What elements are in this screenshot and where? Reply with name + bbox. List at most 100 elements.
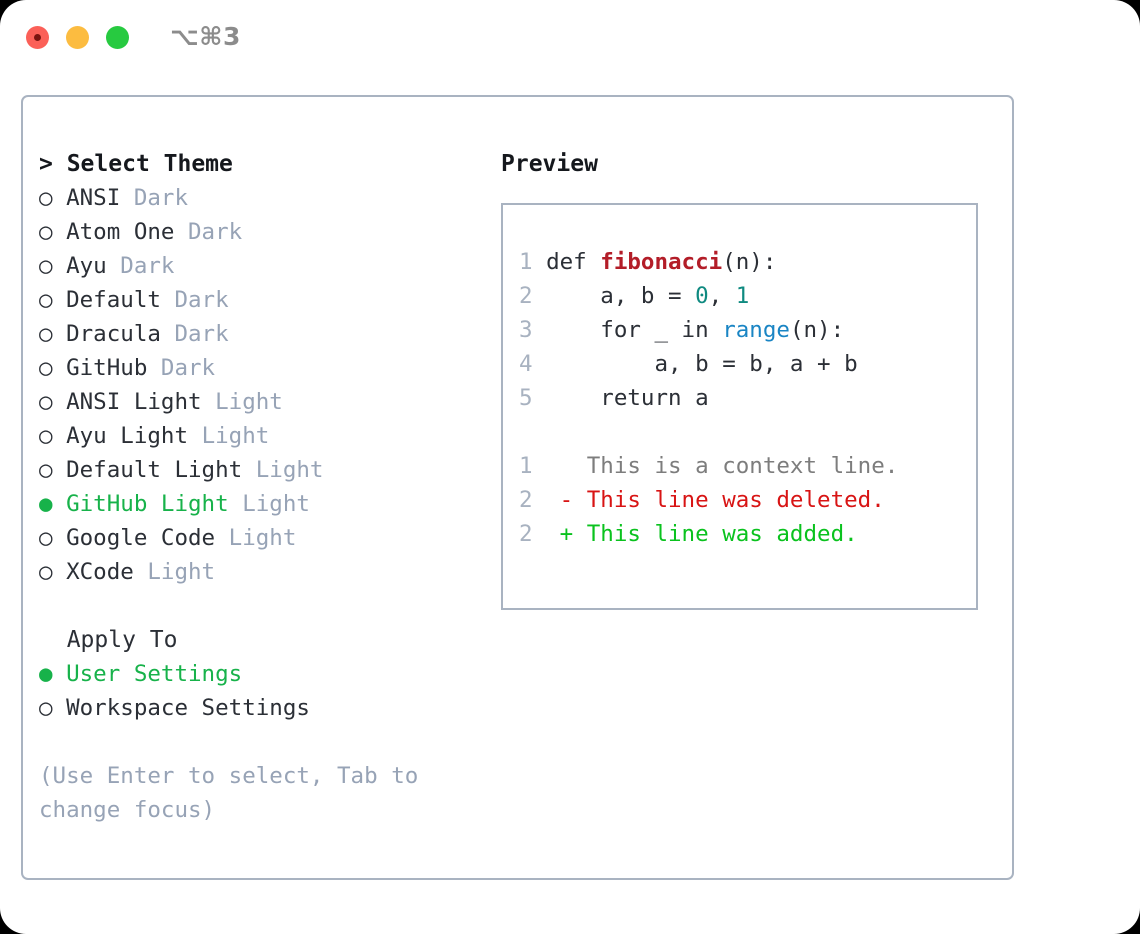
theme-list-item[interactable]: ○ Dracula Dark (39, 317, 489, 351)
theme-name-label: Default (66, 287, 161, 313)
line-number: 2 (519, 487, 533, 513)
diff-sign: - (559, 487, 587, 513)
gutter-gap (533, 521, 560, 547)
radio-unselected-icon: ○ (39, 457, 53, 483)
spacer (134, 559, 148, 585)
code-token-plain: , (708, 283, 736, 309)
code-line: 4 a, b = b, a + b (519, 347, 976, 381)
diff-line: 1 This is a context line. (519, 449, 976, 483)
diff-text: This line was added. (586, 521, 858, 547)
radio-unselected-icon: ○ (39, 559, 53, 585)
diff-line: 2 - This line was deleted. (519, 483, 976, 517)
code-token-plain: a, b = b, a + b (546, 351, 858, 377)
theme-list-item[interactable]: ○ XCode Light (39, 555, 489, 589)
radio-unselected-icon: ○ (39, 423, 53, 449)
code-token-plain: a, b = (546, 283, 696, 309)
gutter-gap (533, 351, 547, 377)
spacer (53, 321, 67, 347)
code-line: 2 a, b = 0, 1 (519, 279, 976, 313)
theme-list-item[interactable]: ○ Ayu Light Light (39, 419, 489, 453)
code-token-num: 0 (695, 283, 709, 309)
code-token-call: range (722, 317, 790, 343)
code-token-plain: return a (546, 385, 709, 411)
theme-list-item[interactable]: ○ ANSI Light Light (39, 385, 489, 419)
spacer (53, 525, 67, 551)
radio-unselected-icon: ○ (39, 321, 53, 347)
radio-unselected-icon: ○ (39, 219, 53, 245)
theme-list-item[interactable]: ○ Atom One Dark (39, 215, 489, 249)
line-number: 3 (519, 317, 533, 343)
select-theme-header: > Select Theme (39, 147, 489, 181)
theme-variant-tag: Light (242, 491, 310, 517)
spacer (147, 355, 161, 381)
spacer (53, 253, 67, 279)
spacer (53, 219, 67, 245)
spacer (53, 457, 67, 483)
theme-name-label: Ayu (66, 253, 107, 279)
theme-variant-tag: Light (201, 423, 270, 449)
diff-line: 2 + This line was added. (519, 517, 976, 551)
close-icon (34, 34, 41, 41)
theme-list-item[interactable]: ○ Default Dark (39, 283, 489, 317)
theme-name-label: ANSI Light (66, 389, 202, 415)
diff-sign (560, 453, 587, 479)
theme-picker-column: > Select Theme ○ ANSI Dark○ Atom One Dar… (39, 147, 489, 827)
code-token-plain: def (546, 249, 601, 275)
spacer (174, 219, 188, 245)
line-number: 1 (519, 249, 533, 275)
apply-to-title: Apply To (66, 627, 178, 653)
radio-unselected-icon: ○ (39, 355, 53, 381)
preview-column: Preview 1 def fibonacci(n):2 a, b = 0, 1… (501, 147, 1001, 610)
gutter-gap (533, 317, 547, 343)
diff-text: This line was deleted. (586, 487, 885, 513)
theme-list-item[interactable]: ○ GitHub Dark (39, 351, 489, 385)
theme-list-item[interactable]: ○ ANSI Dark (39, 181, 489, 215)
traffic-lights (26, 26, 129, 49)
code-line: 1 def fibonacci(n): (519, 245, 976, 279)
apply-to-header: Apply To (39, 623, 489, 657)
close-window-button[interactable] (26, 26, 49, 49)
line-number: 1 (519, 453, 533, 479)
theme-name-label: Default Light (66, 457, 243, 483)
theme-list-item[interactable]: ● GitHub Light Light (39, 487, 489, 521)
apply-to-item[interactable]: ○ Workspace Settings (39, 691, 489, 725)
apply-to-label: User Settings (66, 661, 243, 687)
code-token-fn: fibonacci (600, 249, 723, 275)
diff-block: 1 This is a context line.2 - This line w… (519, 449, 976, 551)
theme-list: ○ ANSI Dark○ Atom One Dark○ Ayu Dark○ De… (39, 181, 489, 589)
help-text: (Use Enter to select, Tab to change focu… (39, 763, 432, 823)
spacer (53, 355, 67, 381)
spacer (53, 491, 67, 517)
theme-list-item[interactable]: ○ Ayu Dark (39, 249, 489, 283)
radio-unselected-icon: ○ (39, 525, 53, 551)
theme-name-label: Ayu Light (66, 423, 189, 449)
radio-unselected-icon: ○ (39, 253, 53, 279)
preview-title: Preview (501, 151, 598, 177)
theme-variant-tag: Dark (160, 355, 216, 381)
maximize-window-button[interactable] (106, 26, 129, 49)
diff-text: This is a context line. (586, 453, 899, 479)
theme-variant-tag: Dark (174, 287, 229, 313)
gutter-gap (533, 453, 560, 479)
code-line: 3 for _ in range(n): (519, 313, 976, 347)
spacer (188, 423, 202, 449)
gutter-gap (533, 385, 547, 411)
spacer (215, 525, 229, 551)
list-spacer (39, 589, 489, 623)
spacer (107, 253, 121, 279)
spacer (53, 423, 67, 449)
spacer (53, 559, 67, 585)
theme-name-label: GitHub Light (66, 491, 229, 517)
minimize-window-button[interactable] (66, 26, 89, 49)
code-token-plain: (n): (722, 249, 777, 275)
apply-to-item[interactable]: ● User Settings (39, 657, 489, 691)
theme-list-item[interactable]: ○ Google Code Light (39, 521, 489, 555)
gutter-gap (533, 249, 547, 275)
theme-name-label: GitHub (66, 355, 148, 381)
theme-list-item[interactable]: ○ Default Light Light (39, 453, 489, 487)
theme-name-label: ANSI (66, 185, 121, 211)
spacer (242, 457, 256, 483)
